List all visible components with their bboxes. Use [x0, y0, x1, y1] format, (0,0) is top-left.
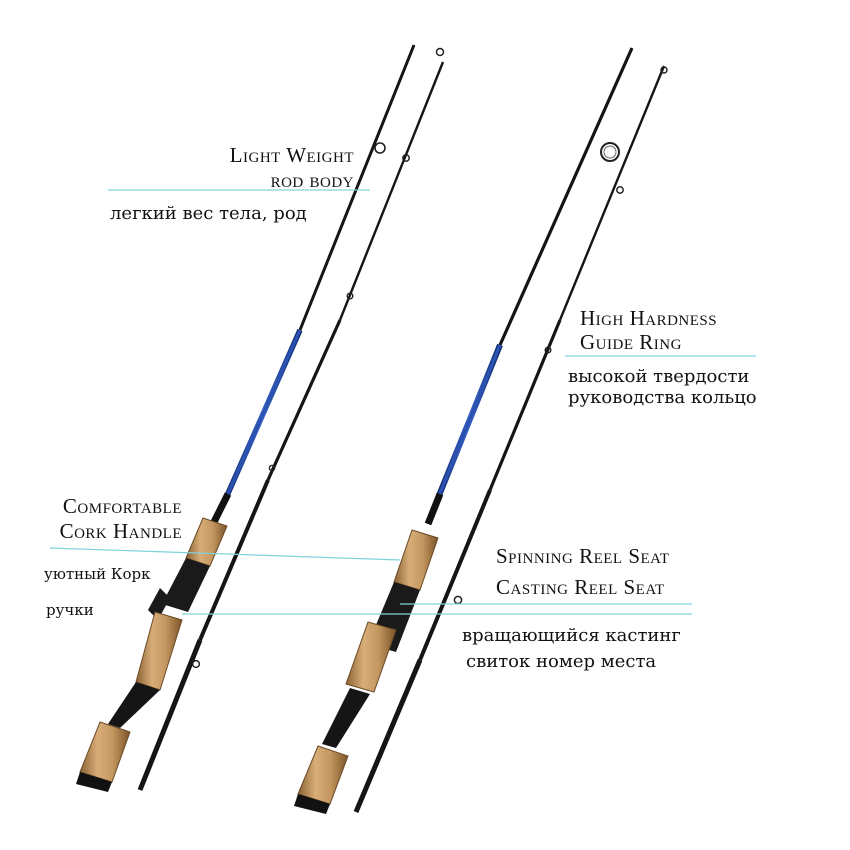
handle-label-line2: Cork Handle	[59, 519, 182, 543]
guide-ring-label-ru-line1: высокой твердости	[568, 366, 750, 387]
guide-ring-label-line2: Guide Ring	[580, 330, 682, 354]
left-casting-rod	[76, 44, 445, 792]
left-spinning-rod	[137, 61, 445, 791]
guide-ring-label-line1: High Hardness	[580, 306, 718, 330]
right-spinning-rod	[294, 47, 634, 814]
handle-label-line1: Comfortable	[62, 494, 182, 518]
casting-seat-label: Casting Reel Seat	[496, 575, 665, 599]
light-weight-label-line1: Light Weight	[229, 143, 354, 167]
spinning-seat-label: Spinning Reel Seat	[496, 544, 670, 568]
seat-label-ru-line1: вращающийся кастинг	[462, 625, 681, 646]
light-weight-label-line2: rod body	[270, 168, 354, 192]
callout-lines	[49, 189, 756, 615]
light-weight-label-ru: легкий вес тела, род	[110, 203, 307, 224]
handle-label-ru-line1: уютный Корк	[44, 565, 151, 583]
handle-label-ru-line2: ручки	[46, 601, 94, 619]
seat-label-ru-line2: свиток номер места	[466, 651, 657, 672]
guide-ring-label-ru-line2: руководства кольцо	[568, 387, 757, 408]
right-casting-rod	[353, 65, 668, 813]
